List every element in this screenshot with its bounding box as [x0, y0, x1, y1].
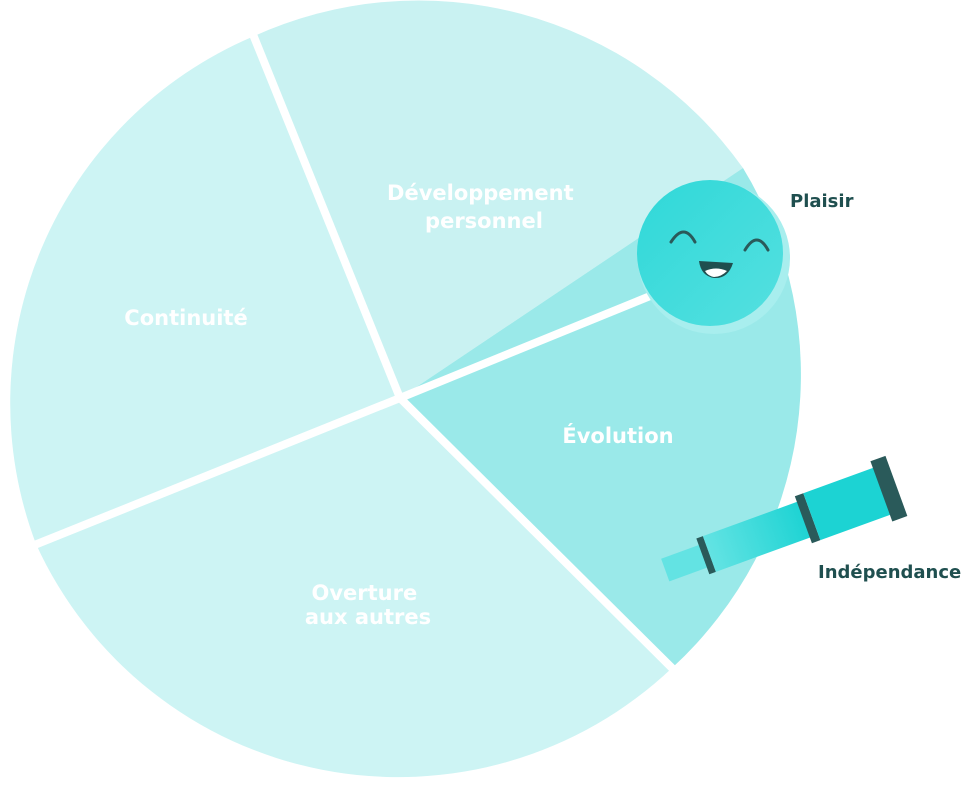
telescope-cap: [870, 455, 908, 522]
label-developpement: Développement personnel: [387, 181, 581, 233]
label-continuite-line1: Continuité: [124, 306, 247, 330]
divider-top: [248, 30, 404, 400]
label-developpement-line1: Développement: [387, 181, 574, 205]
label-developpement-line2: personnel: [425, 209, 543, 233]
label-continuite: Continuité: [124, 306, 247, 330]
label-independance: Indépendance: [818, 562, 961, 583]
telescope-eyepiece: [661, 543, 713, 582]
label-overture: Overture aux autres: [305, 581, 431, 629]
telescope-ring-1: [696, 536, 716, 575]
segment-dividers: [30, 30, 679, 675]
segment-overture: [36, 398, 672, 778]
smiley-tongue: [705, 268, 727, 277]
divider-right: [398, 288, 662, 402]
telescope-middle: [702, 500, 814, 572]
telescope-icon: [661, 455, 908, 582]
divider-bottom: [397, 395, 679, 675]
label-evolution-line1: Évolution: [562, 423, 673, 448]
label-plaisir: Plaisir: [790, 191, 854, 212]
segment-developpement: [252, 0, 743, 398]
smiley-left-eye: [669, 230, 697, 244]
smiley-face-icon: [637, 180, 790, 334]
label-evolution: Évolution: [562, 423, 673, 448]
telescope-ring-2: [794, 493, 821, 544]
smiley-face: [637, 180, 783, 326]
label-overture-line1: Overture: [311, 581, 417, 605]
telescope-body: [803, 467, 892, 541]
smiley-right-eye: [743, 238, 770, 252]
label-overture-line2: aux autres: [305, 605, 431, 629]
divider-left: [30, 394, 402, 550]
